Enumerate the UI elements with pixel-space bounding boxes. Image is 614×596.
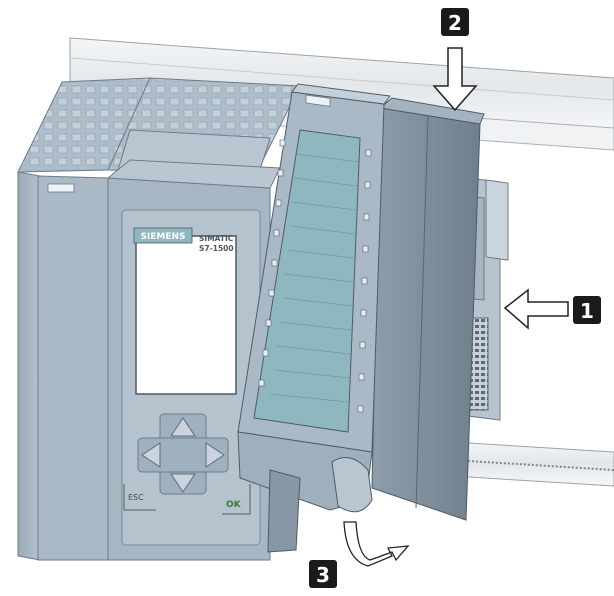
step-1-marker: 1	[503, 288, 601, 330]
display-screen	[135, 235, 237, 395]
curved-arrow-up-icon	[343, 521, 410, 567]
step-number-2: 2	[448, 11, 462, 35]
cpu-display-panel: SIEMENS SIMATIC S7-1500	[133, 227, 237, 395]
front-cover	[237, 83, 485, 553]
esc-key-label: ESC	[128, 493, 144, 502]
product-name-line1: SIMATIC	[199, 234, 234, 243]
up-arrow-key-icon	[170, 417, 196, 437]
ok-key-label: OK	[226, 500, 242, 510]
step-badge-3	[309, 560, 337, 588]
step-number-1: 1	[580, 299, 594, 323]
step-2-marker: 2	[432, 8, 478, 112]
display-nav-arrows: ESC OK	[123, 413, 251, 515]
arrow-left-icon	[503, 288, 569, 330]
arrow-down-icon	[432, 47, 478, 112]
step-badge-1	[573, 296, 601, 324]
siemens-logo-text: SIEMENS	[140, 232, 185, 242]
product-name-line2: S7-1500	[199, 244, 234, 253]
step-3-marker: 3	[309, 521, 410, 588]
siemens-logo-plate	[133, 227, 193, 244]
left-arrow-key-icon	[141, 442, 161, 468]
step-number-3: 3	[316, 563, 330, 587]
step-badge-2	[441, 8, 469, 36]
down-arrow-key-icon	[170, 473, 196, 493]
right-arrow-key-icon	[205, 442, 225, 468]
